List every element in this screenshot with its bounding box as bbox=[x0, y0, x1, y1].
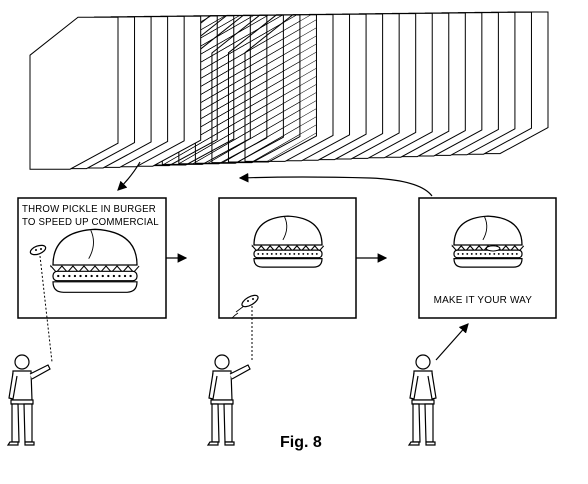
frame-1-caption-line-1: THROW PICKLE IN BURGER bbox=[22, 203, 156, 215]
frame-3-caption: MAKE IT YOUR WAY bbox=[433, 294, 533, 306]
pickle-icon bbox=[231, 294, 259, 319]
figure-label: Fig. 8 bbox=[280, 434, 322, 451]
arrow-person3-to-panel3 bbox=[435, 323, 469, 361]
burger-illustration-2 bbox=[251, 215, 325, 268]
arrow-stack-to-panel1 bbox=[117, 161, 141, 191]
burger-illustration-3 bbox=[451, 215, 525, 268]
person-figure-3 bbox=[407, 354, 437, 446]
person-figure-1 bbox=[6, 354, 51, 446]
pickle-icon bbox=[29, 244, 47, 256]
person-figure-2 bbox=[206, 354, 251, 446]
video-frame-stack bbox=[29, 11, 549, 170]
burger-illustration-1 bbox=[50, 228, 140, 293]
arrow-panel3-to-stack bbox=[238, 172, 433, 197]
throw-trajectory-1 bbox=[39, 255, 53, 363]
frame-1-caption: THROW PICKLE IN BURGER TO SPEED UP COMME… bbox=[22, 203, 159, 229]
video-frame bbox=[29, 16, 119, 170]
frame-1-caption-line-2: TO SPEED UP COMMERCIAL bbox=[22, 216, 159, 228]
